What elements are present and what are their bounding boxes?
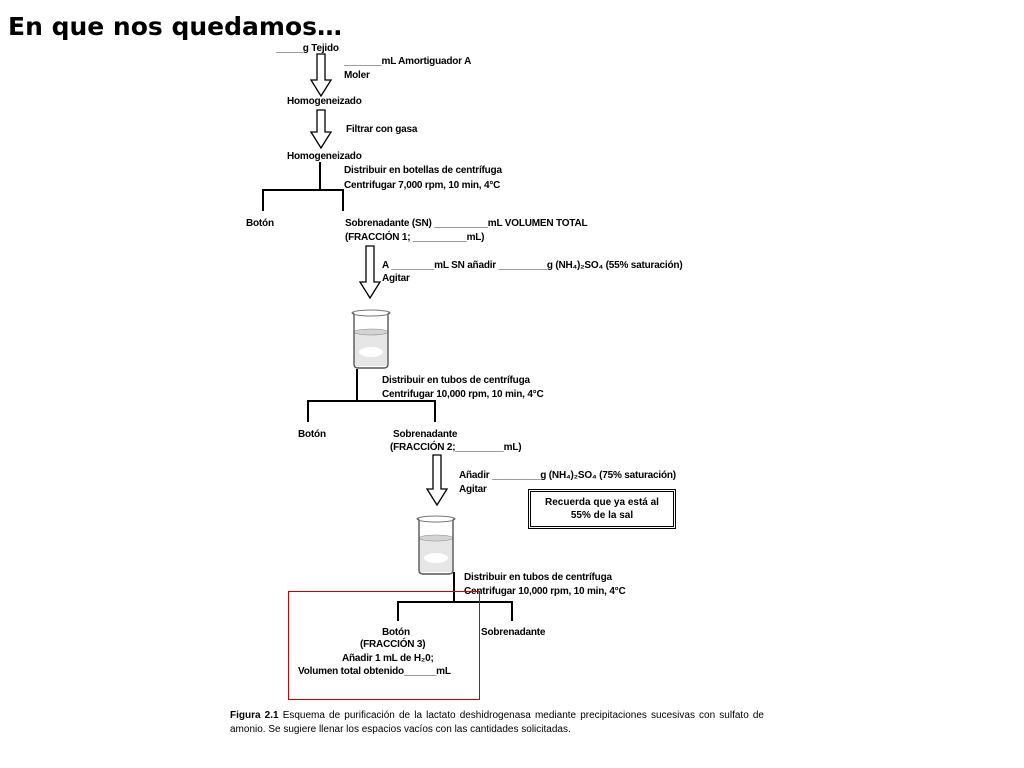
- reminder-line-1: Recuerda que ya está al: [545, 497, 659, 508]
- branch-stem-2: [356, 369, 358, 401]
- branch-right-2: [434, 400, 436, 422]
- reminder-line-2: 55% de la sal: [570, 510, 634, 521]
- sobrenadante-label-3: Sobrenadante: [481, 627, 546, 638]
- anadir-75-label: Añadir _________g (NH₄)₂SO₄ (75% saturac…: [459, 470, 676, 481]
- branch-bar-1: [262, 189, 343, 191]
- distribuir-tubos-label-1: Distribuir en tubos de centrífuga: [382, 375, 530, 386]
- sobrenadante-sn-label: Sobrenadante (SN) __________mL VOLUMEN T…: [345, 218, 588, 229]
- anadir-agua-label: Añadir 1 mL de H₂0;: [342, 653, 434, 664]
- agitar-label-2: Agitar: [459, 484, 487, 495]
- branch-bar-2: [307, 400, 435, 402]
- branch-stem-3: [453, 572, 455, 602]
- branch-left-1: [262, 189, 264, 211]
- branch-left-2: [307, 400, 309, 422]
- distribuir-botellas-label: Distribuir en botellas de centrífuga: [344, 165, 502, 176]
- amortiguador-label: _______mL Amortiguador A: [344, 56, 472, 67]
- branch-right-3: [511, 601, 513, 621]
- fraccion-2-label: (FRACCIÓN 2;_________mL): [390, 442, 522, 453]
- caption-label: Figura 2.1: [230, 710, 279, 721]
- branch-bar-3: [397, 601, 512, 603]
- centrifugar-label-2: Centrifugar 10,000 rpm, 10 min, 4°C: [382, 389, 544, 400]
- arrow-down-icon: [309, 109, 333, 150]
- beaker-icon: [416, 515, 456, 575]
- distribuir-tubos-label-2: Distribuir en tubos de centrífuga: [464, 572, 612, 583]
- boton-label-1: Botón: [246, 218, 274, 229]
- moler-label: Moler: [344, 70, 370, 81]
- beaker-icon: [351, 309, 391, 369]
- figure-caption: Figura 2.1 Esquema de purificación de la…: [230, 709, 764, 737]
- arrow-down-icon: [309, 53, 333, 98]
- highlight-box: [288, 591, 480, 700]
- branch-stem-1: [319, 162, 321, 190]
- branch-right-1: [342, 189, 344, 211]
- boton-label-2: Botón: [298, 429, 326, 440]
- arrow-down-icon: [358, 245, 382, 300]
- anadir-55-label: A ________mL SN añadir _________g (NH₄)₂…: [382, 260, 683, 271]
- volumen-total-label: Volumen total obtenido______mL: [298, 666, 451, 677]
- centrifugar-label-1: Centrifugar 7,000 rpm, 10 min, 4°C: [344, 180, 501, 191]
- filtrar-label: Filtrar con gasa: [346, 124, 418, 135]
- boton-label-3: Botón: [382, 627, 410, 638]
- centrifugar-label-3: Centrifugar 10,000 rpm, 10 min, 4°C: [464, 586, 626, 597]
- fraccion-3-label: (FRACCIÓN 3): [360, 639, 426, 650]
- sobrenadante-label-2: Sobrenadante: [393, 429, 458, 440]
- reminder-box: Recuerda que ya está al 55% de la sal: [528, 489, 676, 529]
- arrow-down-icon: [425, 454, 449, 507]
- caption-text: Esquema de purificación de la lactato de…: [230, 710, 764, 735]
- homogeneizado-label-2: Homogeneizado: [287, 151, 362, 162]
- page-title: En que nos quedamos…: [8, 12, 343, 41]
- homogeneizado-label-1: Homogeneizado: [287, 96, 362, 107]
- fraccion-1-label: (FRACCIÓN 1; __________mL): [345, 232, 485, 243]
- branch-left-3: [397, 601, 399, 621]
- tejido-label: _____g Tejido: [276, 43, 339, 54]
- agitar-label-1: Agitar: [382, 273, 410, 284]
